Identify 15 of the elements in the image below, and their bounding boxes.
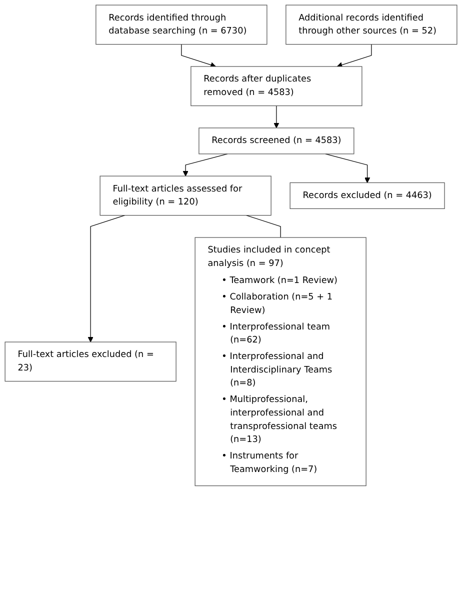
arrow: [181, 44, 216, 68]
node-box: Records identified through database searching (n = 6730): [96, 4, 268, 45]
node-box: Full-text articles assessed for eligibility (n = 120): [100, 176, 272, 216]
node-box: Studies included in concept analysis (n = 97) • Teamwork (n=1 Review) • Collaboration (n=5 + 1 Review) • Interprofessional team (n=62) • Interprofessional and Interdisciplinary Teams (n=8) • Multiprofessional, interprofessional and transprofessional teams (n=13) • Instruments for Teamworking (n=7): [194, 237, 366, 486]
node-box: Additional records identified through other sources (n = 52): [286, 4, 458, 45]
node-box: Records excluded (n = 4463): [290, 182, 445, 209]
node-box: Records screened (n = 4583): [198, 128, 354, 154]
arrow: [274, 105, 280, 128]
arrow: [325, 154, 370, 183]
node-box: Full-text articles excluded (n = 23): [4, 342, 176, 382]
connector: [246, 215, 281, 238]
arrow: [336, 44, 372, 68]
arrow: [88, 215, 126, 342]
arrow: [182, 154, 228, 176]
node-box: Records after duplicates removed (n = 4583): [190, 66, 362, 106]
